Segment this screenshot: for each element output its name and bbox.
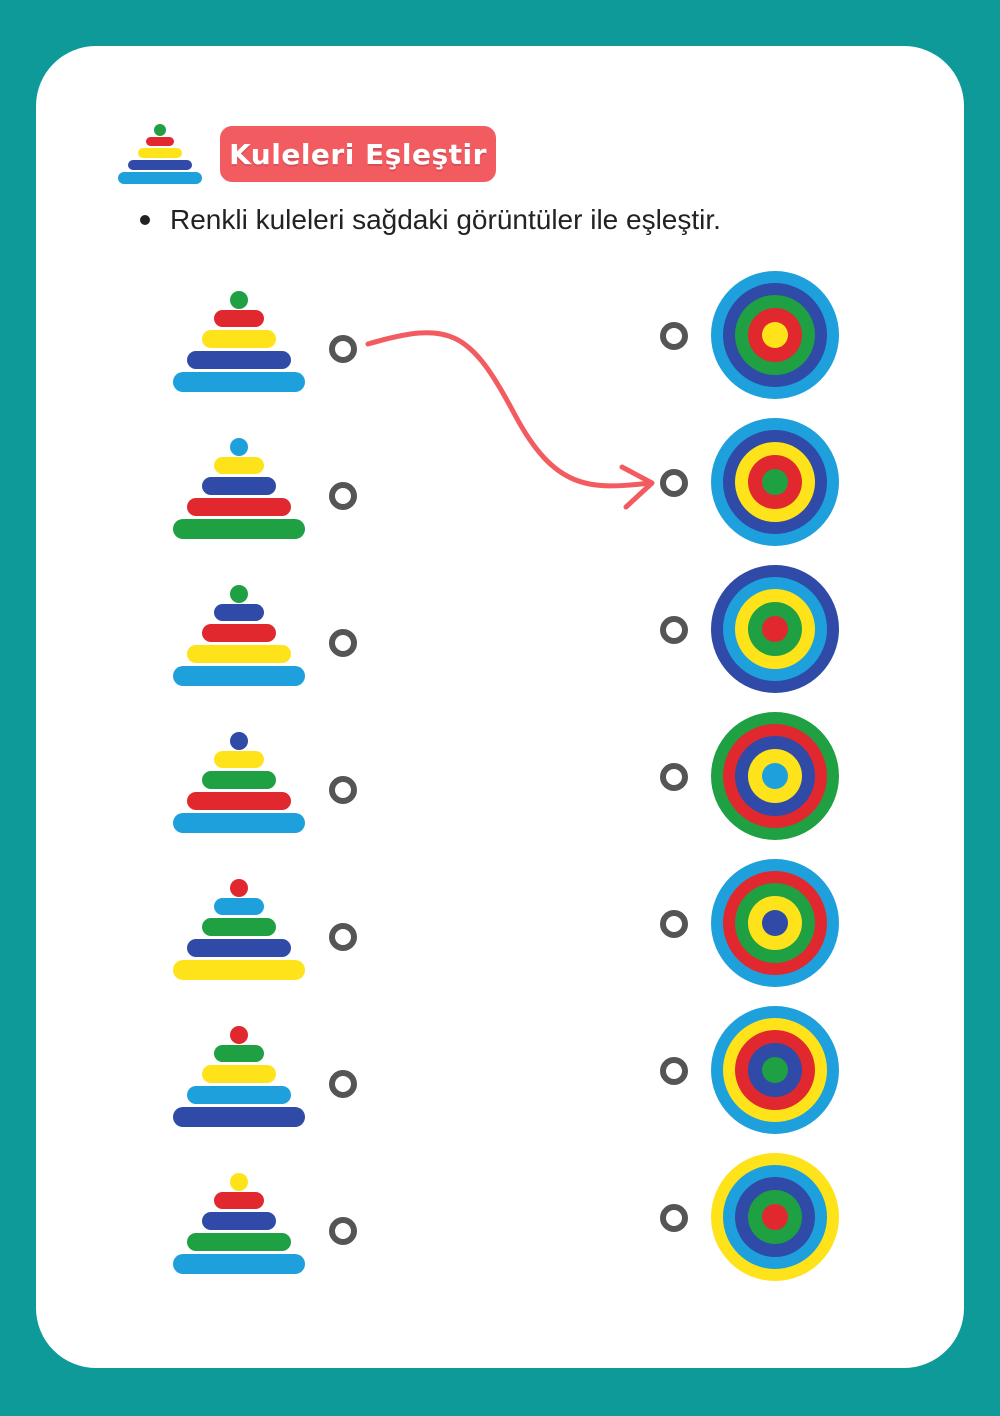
tower-ring	[187, 1086, 291, 1104]
tower-ring	[187, 645, 291, 663]
tower-ball	[230, 291, 248, 309]
tower-ring	[202, 1212, 276, 1230]
tower-ring	[146, 137, 174, 146]
tower-ring	[202, 330, 276, 348]
tower-7	[173, 1173, 305, 1274]
tower-ring	[173, 1107, 305, 1127]
tower-ring	[214, 604, 264, 621]
target-4	[711, 712, 839, 840]
target-5	[711, 859, 839, 987]
instruction-text: Renkli kuleleri sağdaki görüntüler ile e…	[170, 204, 721, 235]
tower-ring	[214, 457, 264, 474]
tower-ring	[187, 498, 291, 516]
tower-dot-7[interactable]	[329, 1217, 357, 1245]
tower-ring	[202, 771, 276, 789]
tower-ring	[202, 1065, 276, 1083]
tower-5	[173, 879, 305, 980]
tower-ring	[214, 310, 264, 327]
tower-dot-6[interactable]	[329, 1070, 357, 1098]
tower-ring	[214, 898, 264, 915]
target-ring	[762, 910, 788, 936]
tower-ring	[118, 172, 202, 184]
tower-dot-4[interactable]	[329, 776, 357, 804]
target-ring	[762, 322, 788, 348]
bullet-icon	[140, 215, 150, 225]
tower-dot-1[interactable]	[329, 335, 357, 363]
tower-ball	[230, 585, 248, 603]
tower-ring	[214, 1045, 264, 1062]
target-6	[711, 1006, 839, 1134]
target-ring	[762, 616, 788, 642]
target-3	[711, 565, 839, 693]
instruction: Renkli kuleleri sağdaki görüntüler ile e…	[140, 204, 721, 236]
tower-6	[173, 1026, 305, 1127]
target-dot-3[interactable]	[660, 616, 688, 644]
tower-ring	[138, 148, 182, 158]
tower-dot-2[interactable]	[329, 482, 357, 510]
tower-ring	[214, 1192, 264, 1209]
tower-ring	[173, 372, 305, 392]
target-dot-7[interactable]	[660, 1204, 688, 1232]
target-dot-1[interactable]	[660, 322, 688, 350]
target-ring	[762, 1057, 788, 1083]
target-2	[711, 418, 839, 546]
tower-ring	[173, 813, 305, 833]
tower-ball	[230, 879, 248, 897]
tower-ring	[187, 792, 291, 810]
tower-ring	[202, 477, 276, 495]
tower-2	[173, 438, 305, 539]
tower-4	[173, 732, 305, 833]
tower-ring	[187, 939, 291, 957]
tower-ring	[202, 624, 276, 642]
tower-ring	[128, 160, 192, 170]
tower-ring	[202, 918, 276, 936]
tower-ring	[214, 751, 264, 768]
target-dot-5[interactable]	[660, 910, 688, 938]
target-ring	[762, 763, 788, 789]
page-title: Kuleleri Eşleştir	[229, 137, 487, 171]
tower-3	[173, 585, 305, 686]
target-1	[711, 271, 839, 399]
tower-dot-5[interactable]	[329, 923, 357, 951]
target-ring	[762, 1204, 788, 1230]
tower-ball	[230, 732, 248, 750]
target-dot-2[interactable]	[660, 469, 688, 497]
target-dot-4[interactable]	[660, 763, 688, 791]
tower-ring	[173, 960, 305, 980]
title-badge: Kuleleri Eşleştir	[220, 126, 496, 182]
tower-ring	[173, 519, 305, 539]
target-7	[711, 1153, 839, 1281]
tower-ring	[187, 1233, 291, 1251]
tower-ring	[173, 666, 305, 686]
tower-1	[173, 291, 305, 392]
tower-dot-3[interactable]	[329, 629, 357, 657]
stacking-tower-icon	[118, 124, 202, 184]
target-ring	[762, 469, 788, 495]
tower-ring	[173, 1254, 305, 1274]
worksheet-card	[36, 46, 964, 1368]
curved-arrow-icon	[365, 330, 653, 489]
tower-ball	[230, 1173, 248, 1191]
tower-ball	[230, 438, 248, 456]
tower-ball	[230, 1026, 248, 1044]
target-dot-6[interactable]	[660, 1057, 688, 1085]
arrow-head-icon	[619, 464, 655, 510]
tower-ball	[154, 124, 166, 136]
tower-ring	[187, 351, 291, 369]
